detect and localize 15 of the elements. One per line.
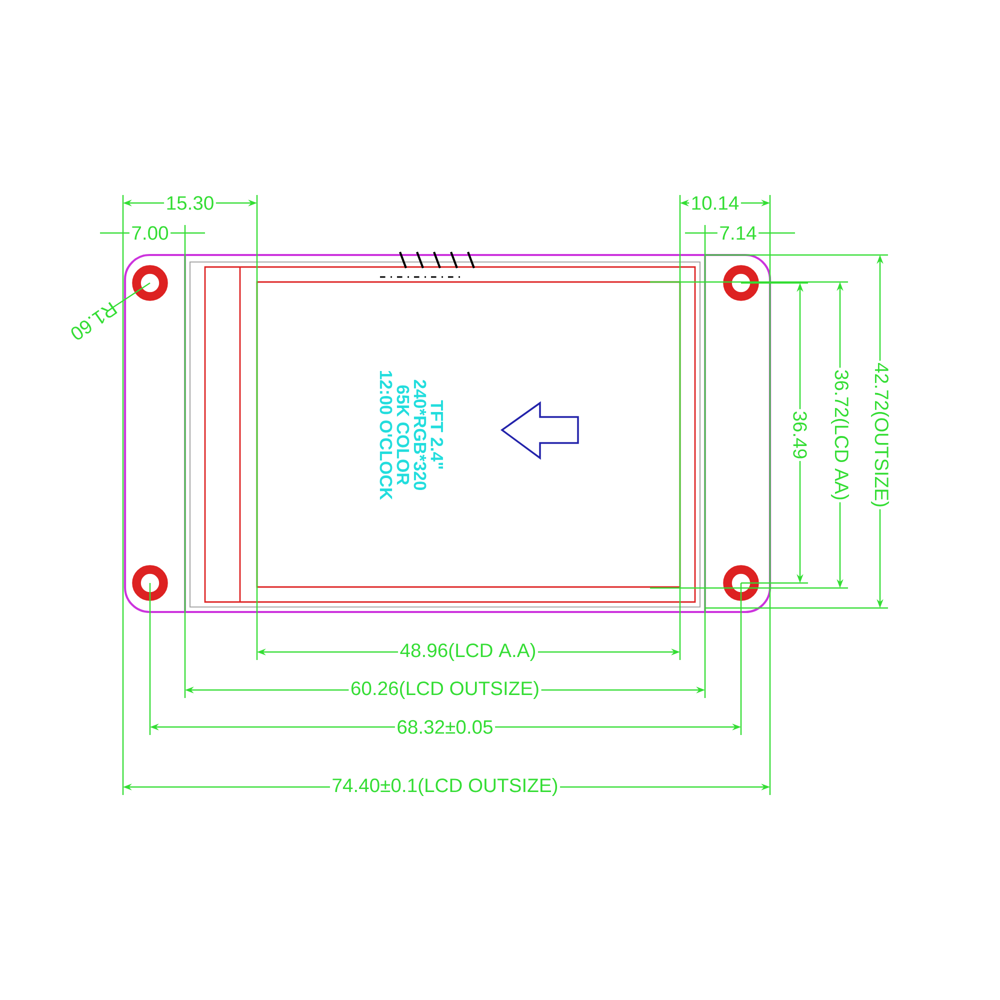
display-spec-text: 65K COLOR: [396, 385, 410, 485]
dimension-label: 48.96(LCD A.A): [398, 641, 538, 663]
dimension-label: 68.32±0.05: [394, 718, 496, 736]
dimension-label: 60.26(LCD OUTSIZE): [348, 679, 542, 701]
dimension-label: 7.14: [717, 224, 759, 242]
dimension-label: 36.72(LCD AA): [829, 368, 851, 502]
dimension-label: 15.30: [164, 194, 216, 212]
dimension-label: 36.49: [791, 409, 809, 461]
display-spec-text: 12:00 O'CLOCK: [380, 371, 392, 500]
dimension-label: 42.72(OUTSIZE): [869, 360, 891, 510]
dimension-label: 7.00: [129, 224, 171, 242]
display-spec-text: 240*RGB*320: [414, 380, 426, 490]
dimension-label: 74.40±0.1(LCD OUTSIZE): [330, 776, 560, 798]
dimension-label: 10.14: [689, 194, 741, 212]
display-spec-text: TFT 2.4": [430, 400, 444, 469]
